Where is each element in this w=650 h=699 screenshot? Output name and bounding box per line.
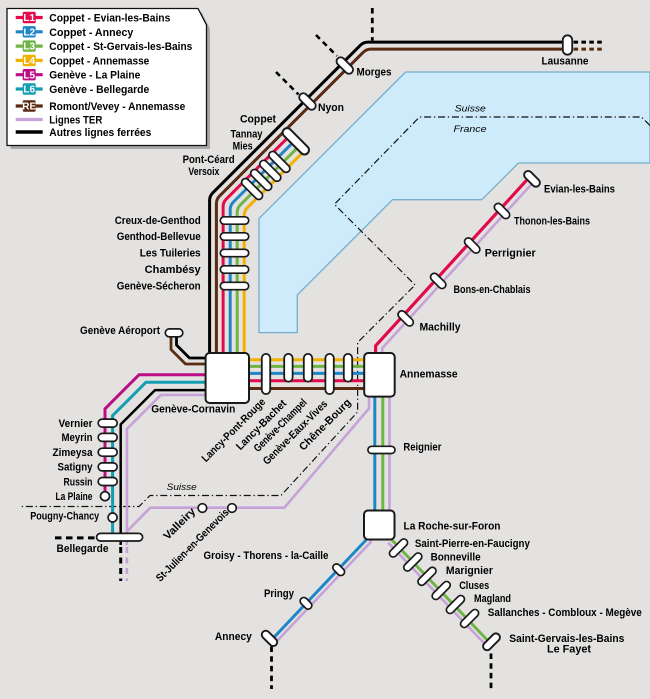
svg-text:Creux-de-Genthod: Creux-de-Genthod	[115, 215, 201, 227]
svg-text:Sallanches - Combloux - Megève: Sallanches - Combloux - Megève	[488, 607, 642, 619]
svg-text:L1: L1	[23, 13, 35, 24]
svg-text:Coppet - Annecy: Coppet - Annecy	[49, 27, 134, 39]
svg-text:Suisse: Suisse	[455, 104, 486, 115]
svg-text:L2: L2	[23, 27, 35, 38]
svg-text:Machilly: Machilly	[420, 322, 461, 334]
svg-text:Magland: Magland	[474, 593, 511, 605]
svg-text:L3: L3	[23, 42, 35, 53]
svg-text:Perrignier: Perrignier	[485, 248, 537, 260]
svg-text:Meyrin: Meyrin	[62, 432, 93, 444]
svg-text:Groisy - Thorens - la-Caille: Groisy - Thorens - la-Caille	[204, 550, 329, 562]
svg-text:Tannay: Tannay	[231, 129, 263, 141]
svg-text:Pont-Céard: Pont-Céard	[183, 154, 235, 166]
svg-text:Genève Aéroport: Genève Aéroport	[80, 325, 160, 337]
svg-text:La Roche-sur-Foron: La Roche-sur-Foron	[404, 520, 501, 532]
svg-text:Russin: Russin	[64, 476, 93, 488]
svg-text:Mies: Mies	[233, 140, 253, 152]
svg-text:La Plaine: La Plaine	[56, 491, 93, 503]
svg-text:Le Fayet: Le Fayet	[547, 644, 591, 656]
svg-text:Evian-les-Bains: Evian-les-Bains	[544, 184, 615, 196]
svg-text:Genève - La Plaine: Genève - La Plaine	[49, 70, 140, 82]
svg-text:Vernier: Vernier	[59, 418, 94, 430]
svg-text:Nyon: Nyon	[318, 102, 344, 114]
svg-text:Suisse: Suisse	[167, 482, 197, 493]
svg-text:Genthod-Bellevue: Genthod-Bellevue	[117, 231, 201, 243]
svg-text:Genève-Cornavin: Genève-Cornavin	[151, 404, 235, 416]
svg-text:Pringy: Pringy	[264, 588, 294, 600]
svg-text:Versoix: Versoix	[188, 166, 219, 178]
svg-text:Annemasse: Annemasse	[400, 369, 458, 381]
svg-text:Reignier: Reignier	[403, 442, 442, 454]
svg-text:Satigny: Satigny	[58, 462, 93, 474]
svg-text:RE: RE	[22, 102, 36, 113]
svg-text:Bonneville: Bonneville	[431, 552, 481, 564]
svg-text:Saint-Pierre-en-Faucigny: Saint-Pierre-en-Faucigny	[415, 538, 530, 550]
svg-text:L6: L6	[23, 85, 35, 96]
svg-text:Chambésy: Chambésy	[145, 264, 201, 276]
svg-text:Coppet - Evian-les-Bains: Coppet - Evian-les-Bains	[49, 13, 170, 25]
svg-text:Lignes TER: Lignes TER	[49, 115, 102, 127]
svg-text:Marignier: Marignier	[446, 565, 494, 577]
svg-text:Les Tuileries: Les Tuileries	[140, 247, 201, 259]
svg-text:Saint-Gervais-les-Bains: Saint-Gervais-les-Bains	[509, 633, 624, 645]
svg-text:Morges: Morges	[357, 67, 392, 79]
svg-text:Coppet - St-Gervais-les-Bains: Coppet - St-Gervais-les-Bains	[49, 41, 192, 53]
svg-text:L5: L5	[23, 70, 35, 81]
svg-text:Bons-en-Chablais: Bons-en-Chablais	[454, 284, 531, 296]
svg-text:Autres lignes ferrées: Autres lignes ferrées	[49, 127, 151, 139]
svg-text:Lausanne: Lausanne	[542, 56, 589, 68]
svg-text:Coppet: Coppet	[240, 114, 276, 126]
svg-text:Annecy: Annecy	[215, 631, 253, 643]
svg-text:Coppet - Annemasse: Coppet - Annemasse	[49, 55, 149, 67]
svg-text:Genève-Sécheron: Genève-Sécheron	[117, 280, 201, 292]
svg-text:Cluses: Cluses	[459, 580, 489, 592]
svg-text:Pougny-Chancy: Pougny-Chancy	[30, 511, 99, 523]
svg-text:Zimeysa: Zimeysa	[53, 447, 94, 459]
svg-text:Thonon-les-Bains: Thonon-les-Bains	[514, 215, 590, 227]
svg-text:France: France	[454, 124, 487, 135]
svg-text:L4: L4	[23, 56, 35, 67]
svg-text:Bellegarde: Bellegarde	[57, 543, 109, 555]
svg-text:Romont/Vevey - Annemasse: Romont/Vevey - Annemasse	[49, 101, 185, 113]
svg-text:Genève - Bellegarde: Genève - Bellegarde	[49, 84, 149, 96]
